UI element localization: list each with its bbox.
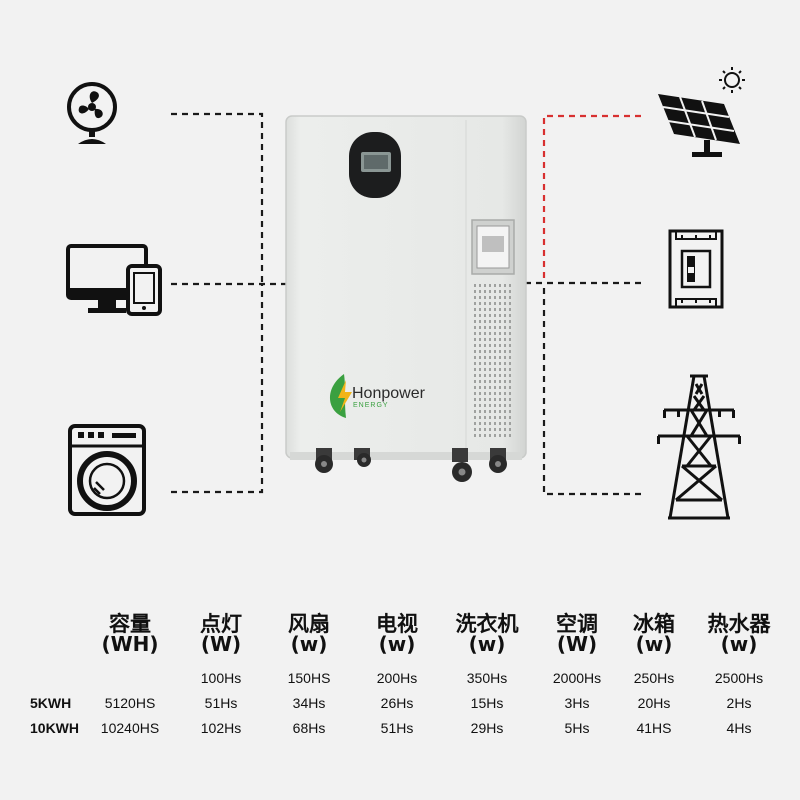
power-tower-icon xyxy=(657,374,741,520)
column-name: 容量 xyxy=(109,612,151,636)
table-cell: 10240HS xyxy=(100,720,160,736)
table-cell: 51Hs xyxy=(380,720,414,736)
table-cell: 5120HS xyxy=(104,695,156,711)
table-cell: 15Hs xyxy=(470,695,504,711)
power-cell: 2500Hs xyxy=(714,670,764,686)
runtime-table: 容量(WH)点灯(W)风扇(w)电视(w)洗衣机(w)空调(W)冰箱(w)热水器… xyxy=(0,600,800,800)
row-label: 5KWH xyxy=(30,695,72,711)
wire-washer xyxy=(171,284,264,494)
wire-fan xyxy=(171,112,264,282)
fan-icon xyxy=(67,82,117,144)
brand-name: Honpower xyxy=(352,385,425,402)
column-unit: (w) xyxy=(378,632,416,656)
table-cell: 3Hs xyxy=(564,695,590,711)
column-name: 风扇 xyxy=(288,612,330,636)
computer-devices-icon xyxy=(66,244,162,316)
column-unit: (W) xyxy=(556,632,598,656)
solar-panel-icon xyxy=(658,67,745,157)
connection-lines xyxy=(171,112,641,496)
battery-cabinet xyxy=(285,115,527,482)
table-cell: 102Hs xyxy=(200,720,242,736)
table-cell: 29Hs xyxy=(470,720,504,736)
column-unit: (w) xyxy=(635,632,673,656)
brand-logo xyxy=(329,374,352,418)
washing-machine-icon xyxy=(68,424,146,516)
table-cell: 26Hs xyxy=(380,695,414,711)
row-label: 10KWH xyxy=(30,720,80,736)
power-cell: 100Hs xyxy=(200,670,242,686)
table-cell: 68Hs xyxy=(292,720,326,736)
column-unit: (w) xyxy=(468,632,506,656)
table-cell: 5Hs xyxy=(564,720,590,736)
power-cell: 2000Hs xyxy=(552,670,602,686)
wire-tower xyxy=(542,284,641,496)
table-cell: 51Hs xyxy=(204,695,238,711)
column-name: 冰箱 xyxy=(633,612,675,636)
column-name: 点灯 xyxy=(200,612,242,636)
circuit-breaker-icon xyxy=(668,229,724,309)
power-cell: 200Hs xyxy=(376,670,418,686)
brand-tagline: ENERGY xyxy=(353,402,389,409)
power-cell: 350Hs xyxy=(466,670,508,686)
column-name: 洗衣机 xyxy=(455,612,519,636)
power-cell: 150HS xyxy=(287,670,331,686)
column-unit: (W) xyxy=(200,632,242,656)
column-name: 空调 xyxy=(556,612,598,636)
table-cell: 41HS xyxy=(636,720,672,736)
column-name: 电视 xyxy=(376,612,418,636)
column-unit: (w) xyxy=(290,632,328,656)
table-cell: 4Hs xyxy=(726,720,752,736)
wire-solar xyxy=(542,114,641,282)
table-cell: 20Hs xyxy=(637,695,671,711)
table-cell: 34Hs xyxy=(292,695,326,711)
power-cell: 250Hs xyxy=(633,670,675,686)
column-unit: (WH) xyxy=(101,632,159,656)
column-name: 热水器 xyxy=(707,612,771,636)
table-cell: 2Hs xyxy=(726,695,752,711)
column-unit: (w) xyxy=(720,632,758,656)
